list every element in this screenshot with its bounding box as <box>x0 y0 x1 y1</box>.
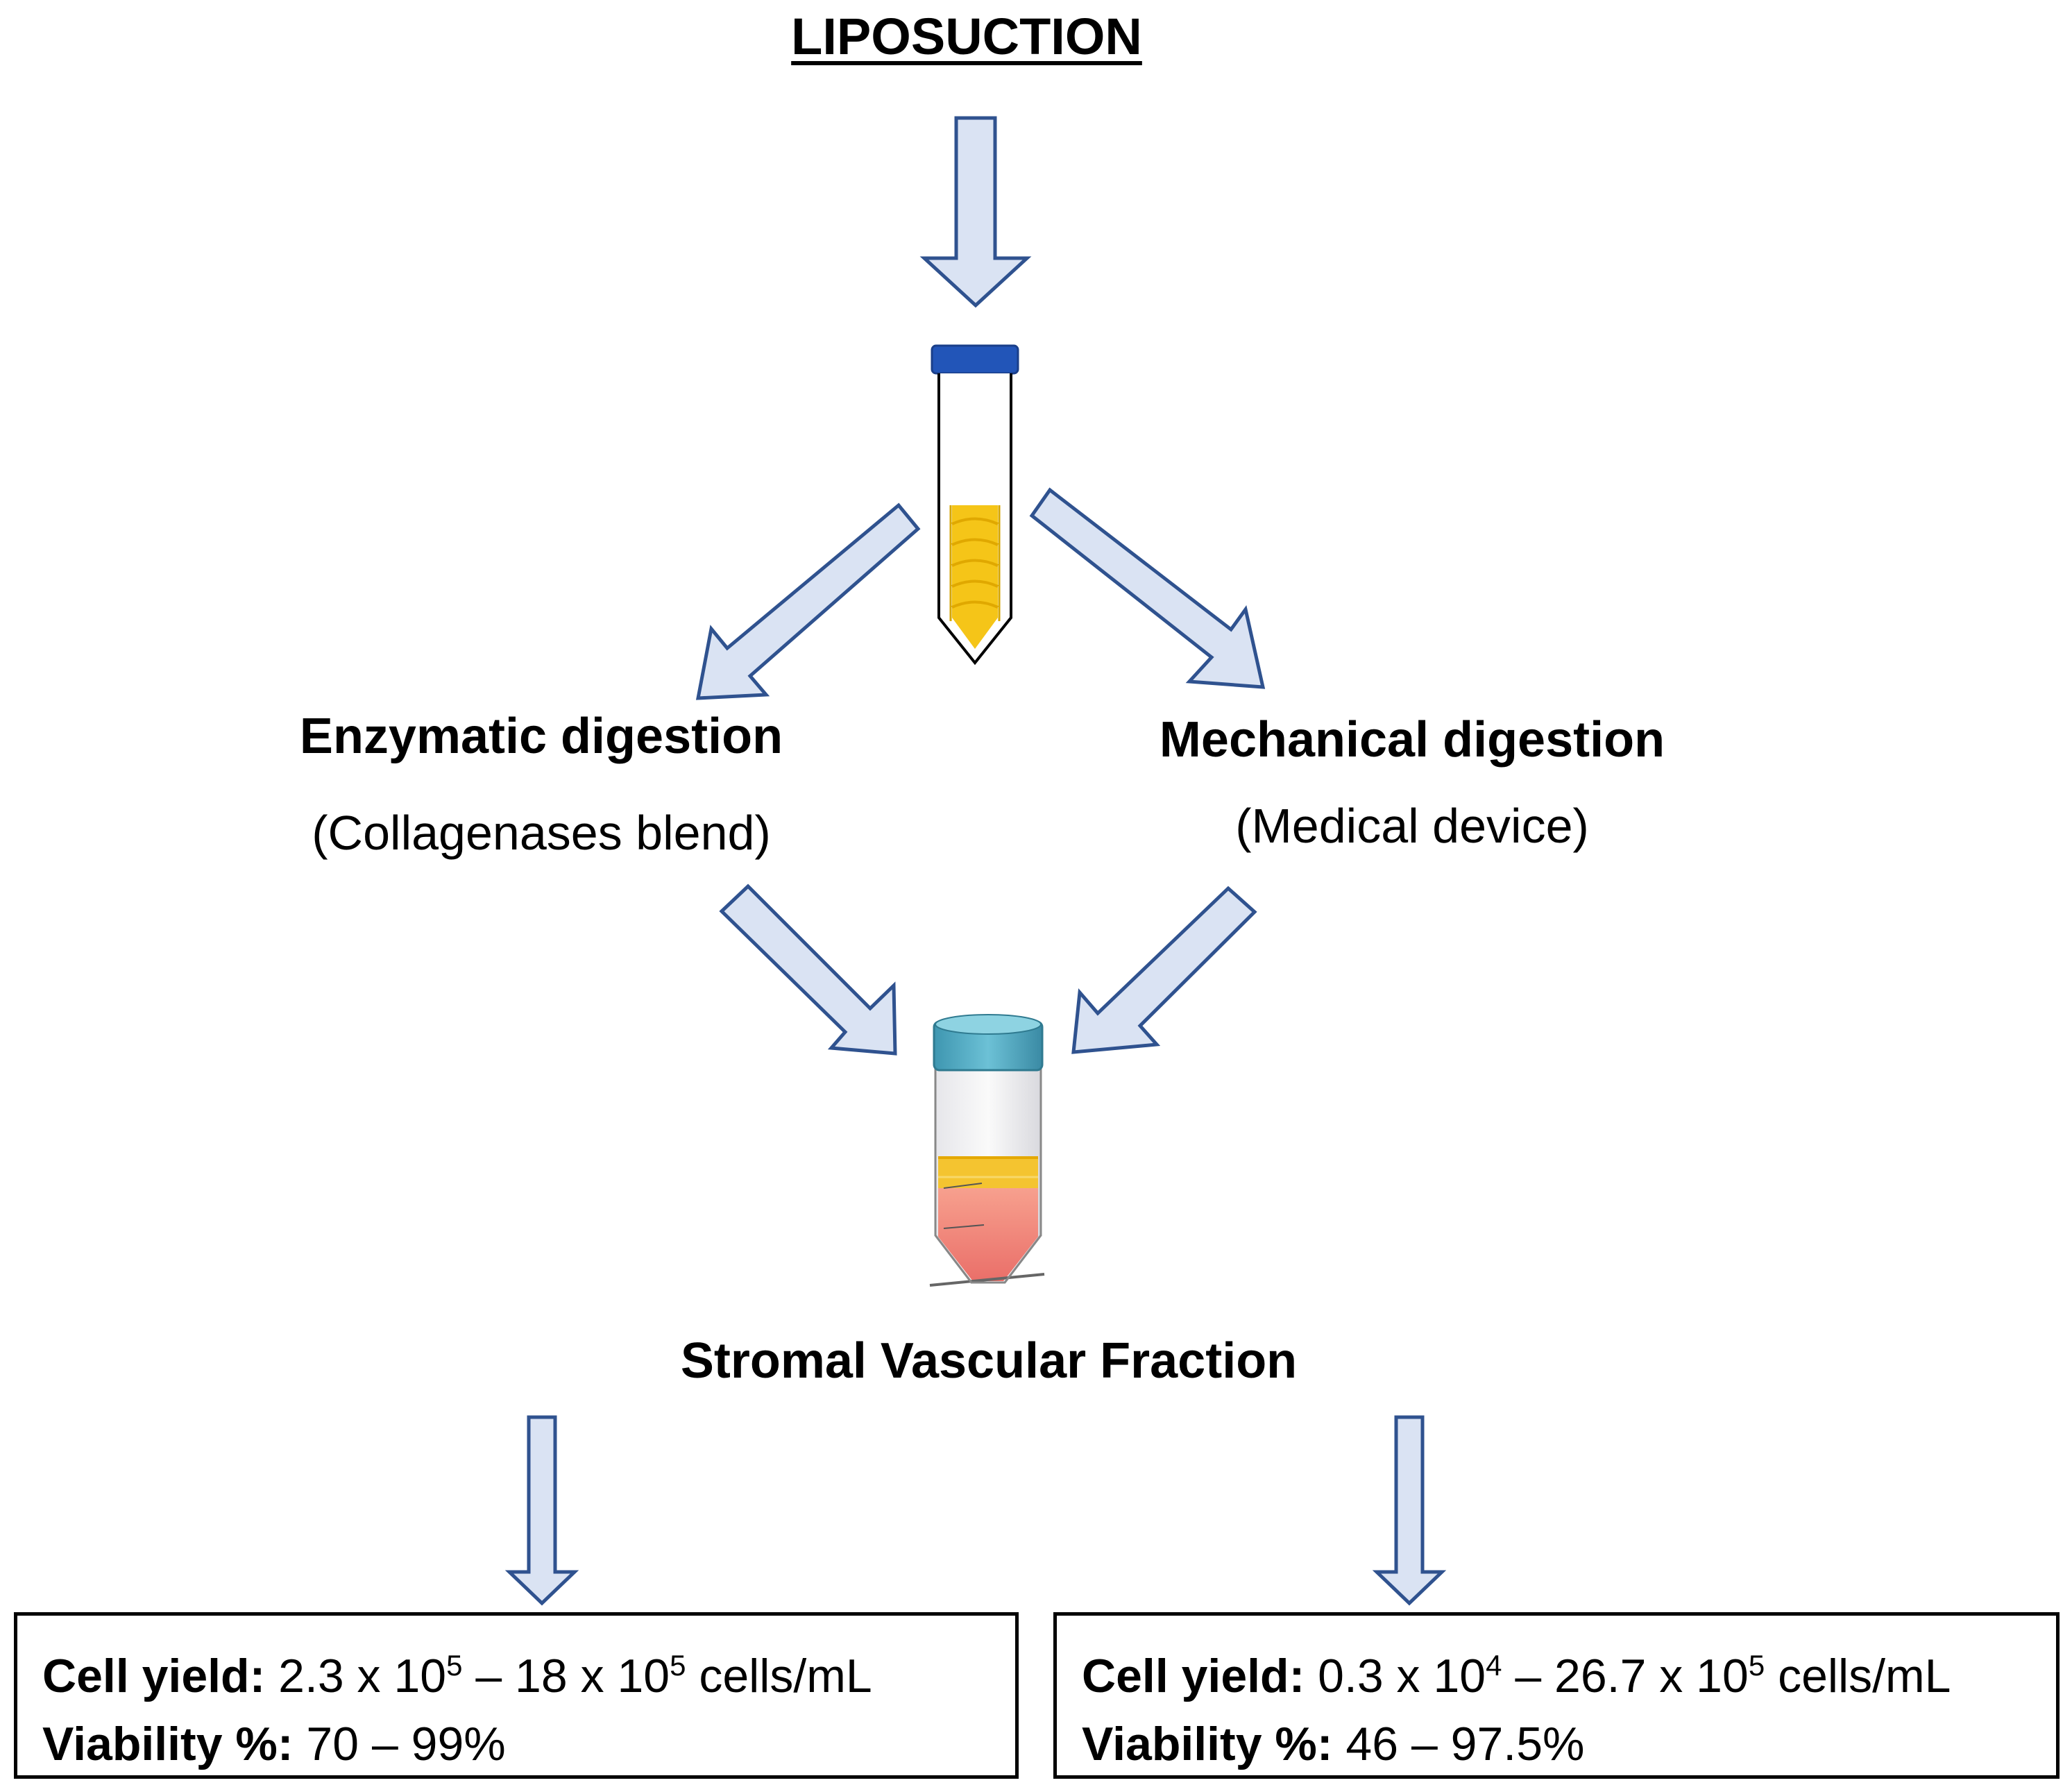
cell-yield-unit: cells/mL <box>686 1650 872 1702</box>
svf-tube-icon <box>929 1014 1045 1287</box>
viability-value: 70 – 99% <box>306 1718 506 1770</box>
cell-yield-min: 0.3 x 10 <box>1318 1650 1486 1702</box>
enzymatic-digestion-subtitle: (Collagenases blend) <box>312 806 771 860</box>
arrow-down-left-result <box>504 1415 579 1606</box>
cell-yield-min-exponent: 5 <box>446 1649 463 1682</box>
mechanical-digestion-subtitle: (Medical device) <box>1235 799 1589 853</box>
cell-yield-max-exponent: 5 <box>670 1649 686 1682</box>
enzymatic-result-box: Cell yield: 2.3 x 105 – 18 x 105 cells/m… <box>14 1612 1019 1779</box>
cell-yield-unit: cells/mL <box>1765 1650 1951 1702</box>
cell-yield-row: Cell yield: 0.3 x 104 – 26.7 x 105 cells… <box>1082 1642 2056 1710</box>
liposuction-title: LIPOSUCTION <box>791 8 1142 65</box>
mechanical-result-box: Cell yield: 0.3 x 104 – 26.7 x 105 cells… <box>1053 1612 2060 1779</box>
arrow-enzymatic-to-svf <box>719 883 897 1056</box>
viability-value: 46 – 97.5% <box>1345 1718 1585 1770</box>
cell-yield-max: – 18 x 10 <box>462 1650 670 1702</box>
cell-yield-max: – 26.7 x 10 <box>1502 1650 1749 1702</box>
cell-yield-max-exponent: 5 <box>1748 1649 1765 1682</box>
arrow-down-right-result <box>1372 1415 1447 1606</box>
arrow-to-enzymatic <box>695 502 921 700</box>
cell-yield-label: Cell yield: <box>1082 1650 1305 1702</box>
viability-row: Viability %: 46 – 97.5% <box>1082 1710 2056 1778</box>
cell-yield-min: 2.3 x 10 <box>278 1650 447 1702</box>
cell-yield-label: Cell yield: <box>42 1650 266 1702</box>
cell-yield-row: Cell yield: 2.3 x 105 – 18 x 105 cells/m… <box>42 1642 1015 1710</box>
arrow-down-top <box>919 116 1032 308</box>
arrow-mechanical-to-svf <box>1071 886 1257 1054</box>
arrow-to-mechanical <box>1029 487 1266 689</box>
viability-label: Viability %: <box>42 1718 294 1770</box>
viability-row: Viability %: 70 – 99% <box>42 1710 1015 1778</box>
viability-label: Viability %: <box>1082 1718 1333 1770</box>
cell-yield-min-exponent: 4 <box>1486 1649 1502 1682</box>
mechanical-digestion-title: Mechanical digestion <box>1159 712 1665 768</box>
svf-title: Stromal Vascular Fraction <box>680 1333 1298 1389</box>
enzymatic-digestion-title: Enzymatic digestion <box>299 709 783 764</box>
lipoaspirate-tube-icon <box>931 344 1019 666</box>
